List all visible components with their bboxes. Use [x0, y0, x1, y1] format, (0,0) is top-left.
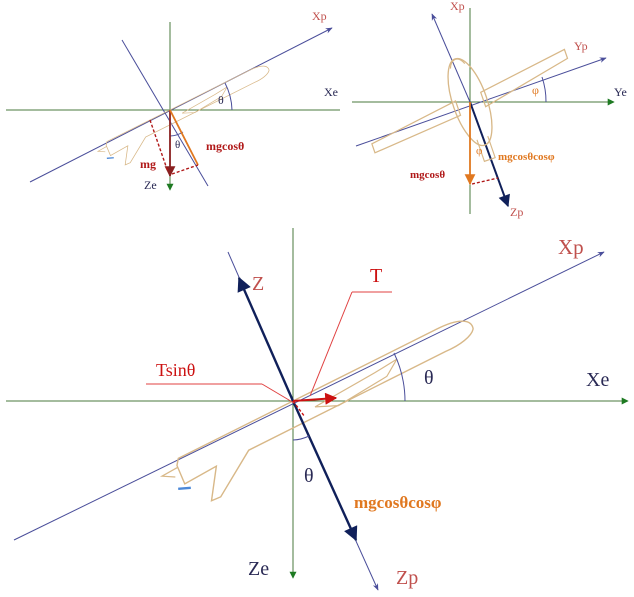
gravity-component-vector	[291, 400, 358, 542]
thrust-vector	[292, 392, 338, 405]
label-yp: Yp	[574, 39, 588, 53]
panel-pitch-small: Xp Xe Ze θ θ mg mgcosθ	[6, 9, 340, 192]
label-mgcoscos-c: mgcosθcosφ	[354, 493, 442, 512]
pitch-angle-arc	[224, 82, 233, 111]
label-thrust: T	[370, 265, 382, 287]
callout-tsin-leader	[261, 383, 295, 404]
body-x-axis	[29, 27, 333, 183]
normal-component-line	[169, 109, 199, 166]
panel-thrust-large: Xp Xe Ze Z Zp T Tsinθ θ θ mgcosθcosφ	[6, 228, 629, 591]
airplane-side-large-icon	[149, 314, 497, 517]
label-xp-b: Xp	[450, 0, 465, 13]
body-x-axis-c	[13, 251, 605, 541]
label-xp-c: Xp	[558, 235, 584, 259]
body-y-axis	[355, 57, 607, 147]
label-phi-force: φ	[476, 145, 482, 157]
label-mgcos: mgcosθ	[206, 139, 244, 153]
body-x-axis-b	[431, 13, 471, 103]
label-ze-c: Ze	[248, 558, 269, 580]
label-theta-vertical: θ	[175, 139, 180, 151]
roll-angle-arc	[541, 76, 547, 103]
callout-t-leader	[309, 291, 353, 397]
thrust-sin-component	[292, 400, 306, 418]
projection-dash-b	[471, 177, 499, 185]
body-z-axis	[469, 101, 510, 208]
projection-dash-left	[149, 119, 169, 173]
label-xp: Xp	[312, 9, 327, 23]
label-theta-pitch: θ	[218, 93, 224, 107]
label-xe-c: Xe	[586, 369, 609, 391]
label-theta-vertical-c: θ	[304, 465, 314, 487]
lift-z-vector	[237, 276, 295, 402]
label-z-c: Z	[252, 273, 264, 295]
pitch-angle-arc-c	[393, 352, 406, 402]
label-phi-roll: φ	[532, 83, 539, 97]
airplane-side-icon	[91, 62, 282, 174]
label-ze: Ze	[144, 178, 157, 192]
label-mg: mg	[140, 157, 156, 171]
label-ye: Ye	[614, 85, 627, 99]
label-theta-pitch-c: θ	[424, 367, 434, 389]
label-zp-c: Zp	[396, 567, 418, 589]
label-tsin: Tsinθ	[156, 360, 195, 380]
label-mgcos-b: mgcosθ	[410, 169, 445, 181]
label-xe: Xe	[324, 85, 338, 99]
vertical-angle-arc-c	[292, 435, 310, 441]
projection-dash-right	[171, 164, 199, 175]
label-mgcoscos-b: mgcosθcosφ	[498, 151, 555, 163]
panel-roll-small: Xp Yp Ye Zp φ φ mgcosθ mgcosθcosφ	[352, 0, 627, 219]
label-zp: Zp	[510, 205, 523, 219]
